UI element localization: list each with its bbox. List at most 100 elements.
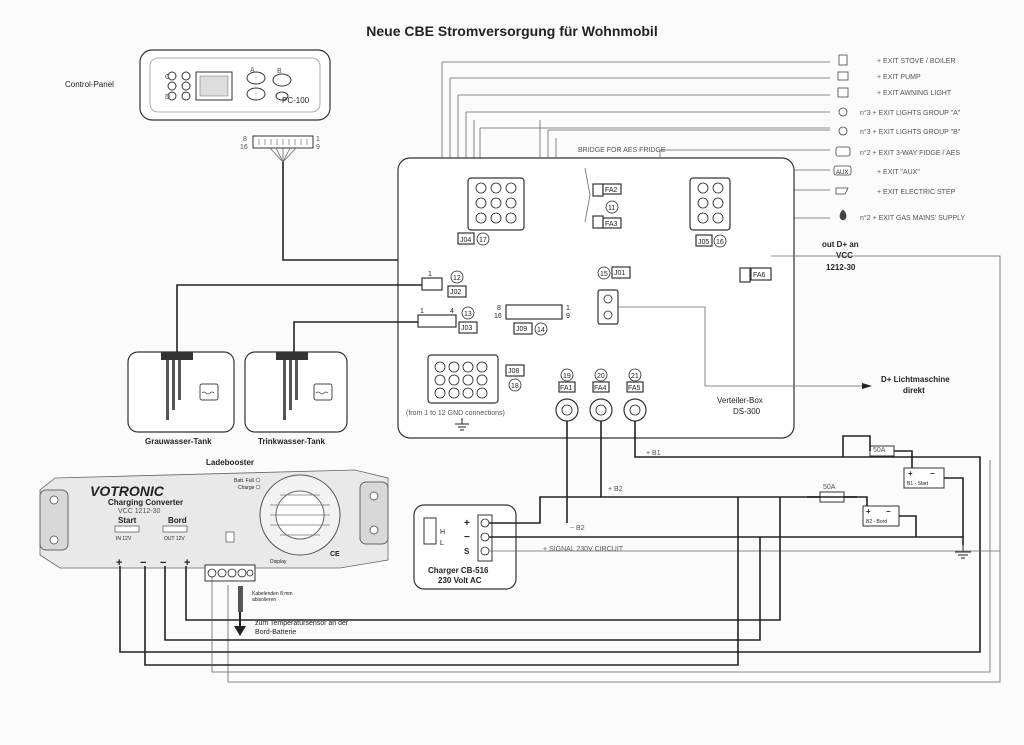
connector-j01: 15 J01 <box>597 266 631 325</box>
fuse-fa6: FA6 <box>739 267 772 283</box>
aux-badge: AUX <box>836 170 848 176</box>
bord-label: Bord <box>168 516 187 525</box>
svg-text:13: 13 <box>464 311 472 318</box>
exit-3: n°3 + EXIT LIGHTS GROUP "A" <box>860 109 961 117</box>
battery-bord-label: B2 - Bord <box>866 519 887 525</box>
svg-text:J08: J08 <box>508 368 519 375</box>
svg-text:J01: J01 <box>614 270 625 277</box>
bridge-label: BRIDGE FOR AES FRIDGE <box>578 147 666 154</box>
svg-text:FA3: FA3 <box>605 221 618 228</box>
grey-tank-label: Grauwasser-Tank <box>145 437 212 446</box>
svg-text:17: 17 <box>479 237 487 244</box>
svg-text:8: 8 <box>243 136 247 143</box>
wire-label-b2neg: − B2 <box>570 525 585 532</box>
led-b: B <box>277 68 282 75</box>
start-label: Start <box>118 516 137 525</box>
exit-0: + EXIT STOVE / BOILER <box>877 58 956 65</box>
fresh-tank-label: Trinkwasser-Tank <box>258 437 326 446</box>
svg-text:16: 16 <box>494 313 502 320</box>
ce-mark: CE <box>330 551 340 558</box>
connector-j03: 1 4 13 J03 <box>417 306 478 334</box>
control-panel-housing <box>139 49 331 121</box>
connector-j08: J08 18 (from 1 to 12 GND connections) <box>406 354 525 431</box>
brand-name: VOTRONIC <box>90 483 165 499</box>
note-vcc-2: VCC <box>836 251 853 260</box>
svg-text:18: 18 <box>511 383 519 390</box>
batteries: 50A + − B1 - Start 50A + − B2 - Bord <box>819 445 971 559</box>
charger-minus: − <box>464 532 470 543</box>
svg-text:1: 1 <box>420 308 424 315</box>
exit-4: n°3 + EXIT LIGHTS GROUP "B" <box>860 128 961 136</box>
charger-h: H <box>440 529 445 536</box>
led-a: A <box>250 67 255 74</box>
note-alt-1: D+ Lichtmaschine <box>881 375 950 384</box>
control-panel-model: PC-100 <box>282 96 310 105</box>
led-c: C <box>165 74 170 81</box>
svg-text:9: 9 <box>566 313 570 320</box>
exit-list: AUX + EXIT STOVE / BOILER + EXIT PUMP + … <box>833 54 966 222</box>
charger-s: S <box>464 547 470 556</box>
boiler-icon <box>838 54 848 66</box>
exit-icons <box>833 54 852 221</box>
svg-text:12: 12 <box>453 275 461 282</box>
awning-light-icon <box>837 87 849 98</box>
note-vcc-3: 1212-30 <box>826 263 856 272</box>
svg-text:4: 4 <box>450 308 454 315</box>
ladebooster: Ladebooster VOTRONIC Charging Converter … <box>39 458 389 636</box>
svg-text:9: 9 <box>316 144 320 151</box>
svg-text:15: 15 <box>600 271 608 278</box>
out-label: OUT 12V <box>164 536 185 542</box>
connector-j02: 1 12 J02 <box>421 270 467 298</box>
distribution-box-name: Verteiler-Box <box>717 396 763 405</box>
bulb-icon <box>838 107 848 117</box>
note-vcc-1: out D+ an <box>822 240 859 249</box>
exit-6: + EXIT "AUX" <box>877 169 920 176</box>
term-plus-out: + <box>184 557 190 569</box>
term-minus-out: − <box>160 557 166 569</box>
svg-text:19: 19 <box>563 373 571 380</box>
grey-water-tank: Grauwasser-Tank <box>127 351 235 446</box>
display-label: Display <box>270 559 287 565</box>
ladebooster-label: Ladebooster <box>206 458 254 467</box>
control-panel: Control-Panel A B C D PC-100 8 16 1 9 <box>65 49 331 163</box>
pump-icon <box>837 71 849 81</box>
sensor-note-2: abisolieren <box>252 597 276 603</box>
term-plus-in: + <box>116 557 122 569</box>
led-d: D <box>165 94 170 101</box>
svg-text:20: 20 <box>597 373 605 380</box>
svg-text:1: 1 <box>428 271 432 278</box>
exit-5: n°2 + EXIT 3-WAY FIDGE / AES <box>860 149 960 157</box>
svg-text:16: 16 <box>240 144 248 151</box>
exit-8: n°2 + EXIT GAS MAINS' SUPPLY <box>860 214 966 222</box>
distribution-box-model: DS-300 <box>733 407 761 416</box>
in-label: IN 12V <box>116 536 132 542</box>
wire-fresh-tank <box>293 321 418 352</box>
fuse-bord-label: 50A <box>823 484 836 491</box>
bolt-fuses: 19 FA1 20 FA4 21 FA5 <box>555 368 647 422</box>
status-charge: Charge <box>238 485 255 491</box>
sensor-text-2: Bord-Batterie <box>255 629 296 636</box>
sensor-note-1: Kabelenden 8 mm <box>252 591 293 597</box>
wire-label-signal: + SIGNAL 230V CIRCUIT <box>543 546 624 553</box>
bulb-icon <box>838 126 848 136</box>
svg-text:+: + <box>908 469 913 478</box>
gas-flame-icon <box>839 209 847 221</box>
svg-text:FA5: FA5 <box>628 385 641 392</box>
status-full: Batt. Full <box>234 478 254 484</box>
svg-text:J05: J05 <box>698 239 709 246</box>
term-minus-in: − <box>140 557 146 569</box>
connector-j05: J05 16 <box>689 177 731 248</box>
charger-plus: + <box>464 518 470 529</box>
control-panel-label: Control-Panel <box>65 80 114 89</box>
charger: H L + − S Charger CB-516 230 Volt AC <box>413 504 517 590</box>
svg-text:FA6: FA6 <box>753 272 766 279</box>
charger-sub: 230 Volt AC <box>438 576 482 585</box>
product-name: Charging Converter <box>108 498 183 507</box>
fuse-start-label: 50A <box>873 447 886 454</box>
diagram-title: Neue CBE Stromversorgung für Wohnmobil <box>366 23 657 39</box>
electric-step-icon <box>835 187 849 195</box>
svg-text:FA4: FA4 <box>594 385 607 392</box>
ground-note: (from 1 to 12 GND connections) <box>406 410 505 417</box>
